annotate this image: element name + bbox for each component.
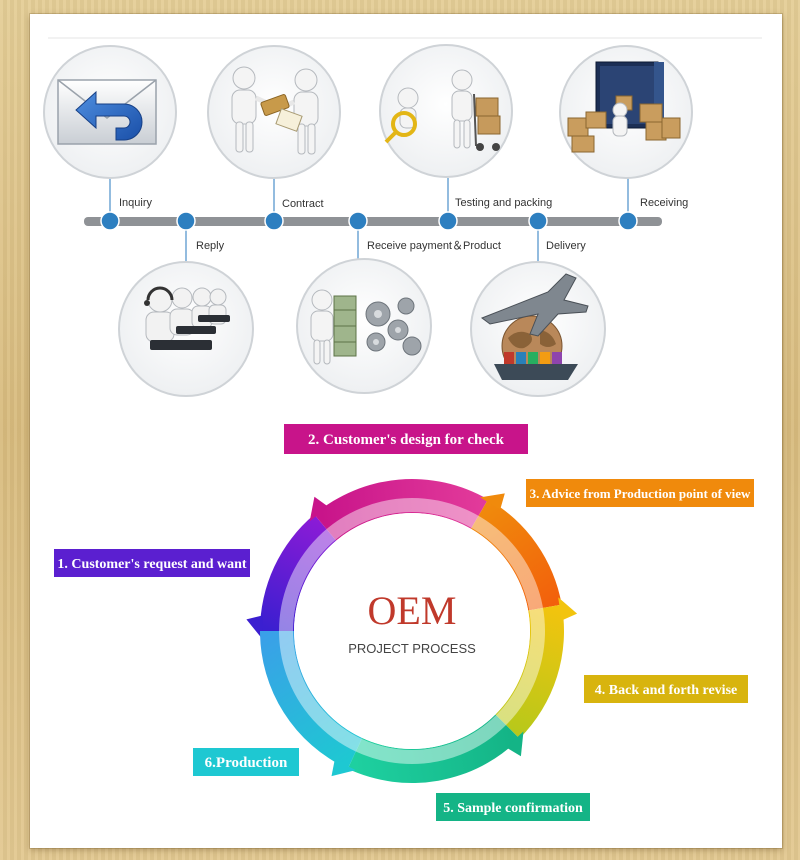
airplane-ship-globe-icon: [470, 261, 606, 397]
timeline-step-inquiry: Inquiry: [43, 45, 177, 231]
timeline-node: [348, 211, 368, 231]
step-tag-background: [284, 424, 528, 454]
ring-segment-request: [260, 514, 337, 631]
step-tag-label: 4. Back and forth revise: [595, 683, 737, 698]
step-tag-label: 1. Customer's request and want: [57, 557, 246, 572]
money-gears-icon: [296, 258, 432, 394]
timeline-label: Contract: [282, 198, 324, 210]
oem-step-1: 1. Customer's request and want: [54, 549, 250, 577]
ring-segment-sample: [347, 714, 520, 783]
step-tag-label: 5. Sample confirmation: [443, 801, 583, 816]
step-tag-label: 2. Customer's design for check: [308, 432, 505, 448]
ring-segment-production: [260, 631, 363, 769]
timeline-step-testing-packing: Testing and packing: [379, 44, 552, 231]
oem-step-3: 3. Advice from Production point of view: [526, 479, 754, 507]
step-tag-label: 6.Production: [205, 755, 288, 771]
ring-arrowhead: [506, 731, 524, 757]
timeline-node: [438, 211, 458, 231]
process-ring: [246, 478, 578, 783]
timeline-node: [100, 211, 120, 231]
timeline-label: Testing and packing: [455, 197, 552, 209]
oem-project-process: OEM PROJECT PROCESS 1. Customer's reques…: [54, 424, 754, 821]
handshake-contract-icon: [207, 45, 341, 179]
ring-arrowhead: [558, 597, 578, 621]
timeline-label: Receiving: [640, 197, 688, 209]
oem-step-4: 4. Back and forth revise: [584, 675, 748, 703]
timeline-step-delivery: Delivery: [470, 211, 606, 397]
oem-subtitle: PROJECT PROCESS: [348, 641, 476, 656]
ring-arrowhead: [309, 496, 329, 522]
step-tag-background: [54, 549, 250, 577]
envelope-reply-icon: [43, 45, 177, 179]
timeline-node: [264, 211, 284, 231]
timeline-step-contract: Contract: [207, 45, 341, 231]
ring-arrowhead: [246, 615, 263, 639]
timeline-step-reply: Reply: [118, 211, 254, 397]
ring-segment-design: [314, 478, 488, 541]
ring-arrowhead: [480, 493, 505, 510]
oem-step-6: 6.Production: [193, 748, 299, 776]
ring-highlight: [279, 498, 545, 764]
ring-segment-revise: [495, 604, 564, 739]
timeline-label: Delivery: [546, 240, 586, 252]
timeline-node: [176, 211, 196, 231]
ring-segment-advice: [471, 499, 562, 611]
step-tag-background: [193, 748, 299, 776]
step-tag-background: [526, 479, 754, 507]
step-tag-label: 3. Advice from Production point of view: [530, 486, 751, 501]
timeline-label: Receive payment＆Product: [367, 240, 501, 252]
timeline-label: Reply: [196, 240, 225, 252]
timeline-node: [528, 211, 548, 231]
inspection-packing-icon: [379, 44, 513, 178]
oem-step-5: 5. Sample confirmation: [436, 793, 590, 821]
ring-arrowhead: [331, 759, 356, 777]
oem-title: OEM: [368, 588, 457, 633]
oem-step-2: 2. Customer's design for check: [284, 424, 528, 454]
container-boxes-icon: [559, 45, 693, 179]
timeline-node: [618, 211, 638, 231]
call-center-icon: [118, 261, 254, 397]
timeline-bar: [84, 217, 662, 226]
timeline-step-receiving: Receiving: [559, 45, 693, 231]
step-tag-background: [584, 675, 748, 703]
timeline-step-receive-payment: Receive payment＆Product: [296, 211, 501, 394]
step-tag-background: [436, 793, 590, 821]
timeline-label: Inquiry: [119, 197, 153, 209]
order-timeline: Inquiry Reply: [43, 44, 693, 397]
ring-center: [294, 513, 530, 749]
